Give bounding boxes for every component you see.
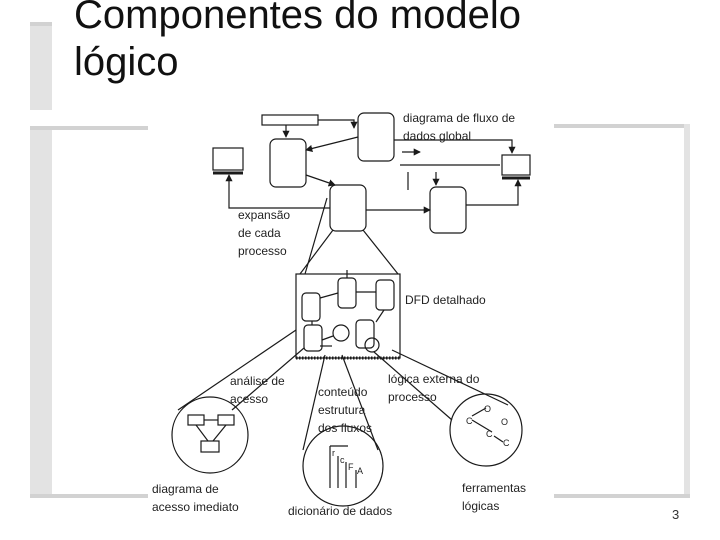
flow-process-1-to-process-3 (305, 174, 336, 187)
zoom-line-left-1 (177, 329, 297, 411)
label-global-dfd: diagrama de fluxo de dados global (403, 111, 516, 143)
label-immediate-access-diagram: diagrama de acesso imediato (152, 482, 239, 514)
detailed-process-c (375, 279, 395, 311)
logic-letter-5: C (503, 438, 510, 448)
template-bar-right-edge (552, 124, 690, 128)
zoom-line-mid-2 (341, 354, 379, 451)
access-analysis-circle (171, 396, 249, 474)
logic-letter-4: O (501, 417, 508, 427)
dictionary-letter-f: F (348, 462, 354, 472)
dictionary-bracket (329, 445, 357, 488)
detailed-process-d (303, 324, 323, 352)
dictionary-letter-a: A (357, 466, 363, 476)
template-bar-bottom-edge (30, 494, 150, 498)
logic-link-3 (493, 435, 504, 443)
global-dfd-entity-right (501, 154, 531, 176)
flow-process-2-to-process-1 (305, 136, 359, 152)
label-flow-content: conteúdo estrutura dos fluxos (318, 385, 373, 435)
access-link-2 (195, 424, 209, 442)
detailed-circle (332, 324, 350, 342)
access-link-3 (212, 424, 227, 442)
logic-link-2 (471, 419, 493, 433)
zoom-line-right-1 (373, 351, 453, 421)
detailed-process-e (355, 319, 375, 349)
slide-title: Componentes do modelo lógico (74, 0, 521, 84)
global-dfd-entity-left (212, 147, 244, 171)
template-bar-left-edge (30, 126, 150, 130)
expansion-line-3 (304, 197, 328, 275)
dictionary-letter-r: r (332, 448, 335, 458)
detailed-process-a (301, 292, 321, 322)
logic-letter-1: C (466, 416, 473, 426)
page-number: 3 (672, 507, 680, 522)
label-access-analysis: análise de acesso (230, 374, 285, 406)
template-bar-right (684, 124, 690, 498)
flow-process-2-to-entity-right (394, 139, 516, 154)
dictionary-letter-c: c (340, 455, 345, 465)
detailed-flow-6 (321, 335, 334, 341)
detailed-flow-4 (375, 309, 385, 323)
label-process-expansion: expansão de cada processo (238, 208, 291, 258)
flow-entity-to-process-2 (318, 119, 358, 129)
global-dfd-process-1 (269, 138, 307, 188)
label-logic-tools: ferramentas lógicas (462, 481, 527, 513)
logic-letter-2: O (484, 404, 491, 414)
template-bar-top-left (30, 22, 52, 110)
template-bar-top-left-edge (30, 22, 52, 26)
zoom-line-left-2 (231, 347, 305, 411)
detailed-flow-1 (319, 292, 339, 299)
label-detailed-dfd: DFD detalhado (405, 293, 486, 307)
expansion-line-1 (299, 229, 334, 275)
data-dictionary-circle (302, 425, 384, 507)
flow-process-3-to-entity-left (225, 174, 330, 209)
logic-letter-3: C (486, 429, 493, 439)
detailed-small-circle (364, 337, 380, 353)
logic-link-1 (471, 407, 487, 417)
zoom-line-right-2 (391, 349, 509, 406)
access-entity-3 (200, 440, 220, 453)
logic-tools-circle (449, 393, 523, 467)
expansion-line-2 (362, 229, 399, 275)
template-bar-right-bottom (552, 494, 690, 498)
label-external-logic: lógica externa do processo (388, 372, 480, 404)
flow-process-4-to-entity-right (466, 179, 522, 206)
label-data-dictionary: dicionário de dados (288, 504, 393, 518)
template-bar-left (30, 126, 52, 498)
zoom-line-mid-1 (302, 354, 326, 451)
